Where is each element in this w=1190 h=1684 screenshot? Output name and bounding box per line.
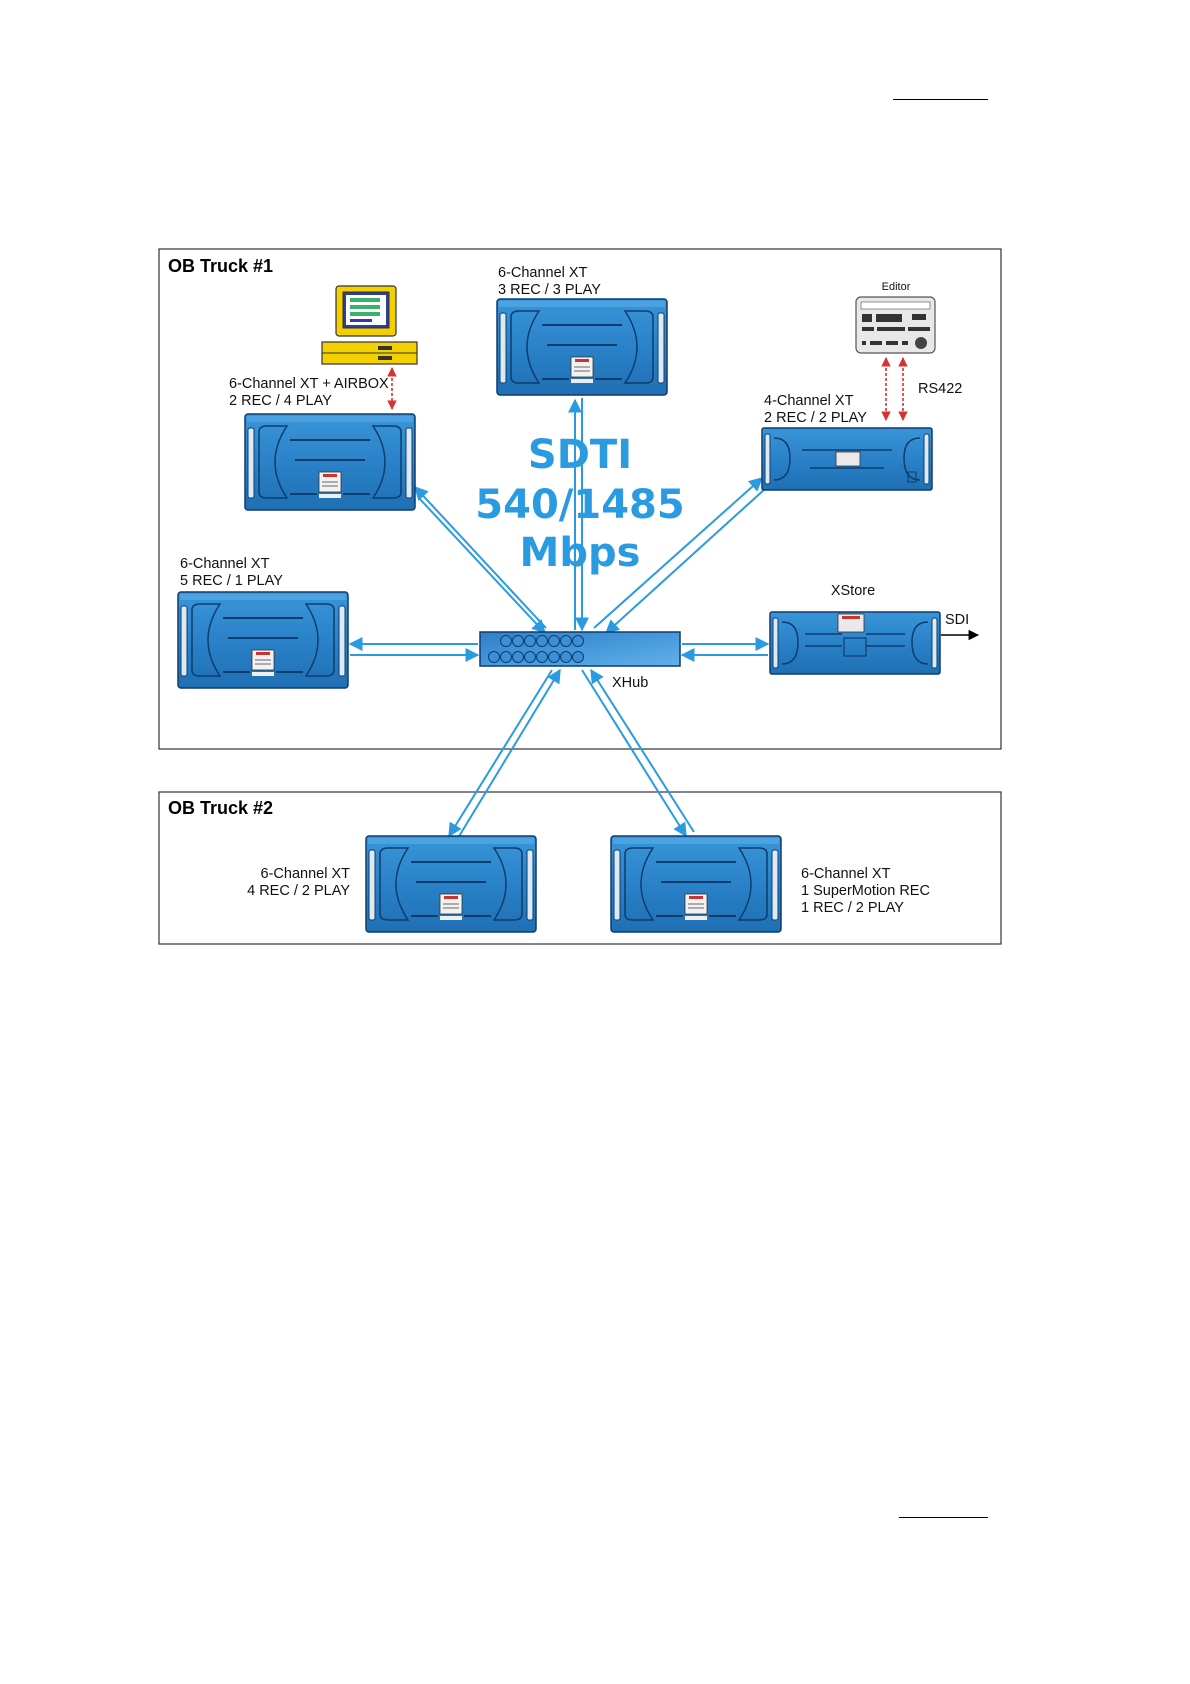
xt-server-4ch <box>762 428 932 490</box>
sdti-label-line3: Mbps <box>520 530 641 576</box>
top-center-label-line1: 6-Channel XT <box>498 265 588 281</box>
xhub-label: XHub <box>612 675 648 691</box>
right-4ch-label-line1: 4-Channel XT <box>764 393 854 409</box>
xt-server-truck2-right <box>611 836 781 932</box>
truck2-left-label-line1: 6-Channel XT <box>261 866 351 882</box>
link-truck2-left-b <box>458 670 560 838</box>
left-label-line2: 5 REC / 1 PLAY <box>180 573 283 589</box>
xstore-server <box>770 612 940 674</box>
editor-controller-icon <box>856 297 935 353</box>
truck2-left-label-line2: 4 REC / 2 PLAY <box>247 883 350 899</box>
right-4ch-label-line2: 2 REC / 2 PLAY <box>764 410 867 426</box>
sdti-label-line1: SDTI <box>528 432 632 478</box>
truck2-right-label-line1: 6-Channel XT <box>801 866 891 882</box>
top-center-label-line2: 3 REC / 3 PLAY <box>498 282 601 298</box>
pc-computer-icon <box>322 286 417 364</box>
xt-server-top-center <box>497 299 667 395</box>
sdti-label-line2: 540/1485 <box>475 482 684 528</box>
xhub <box>480 632 680 666</box>
link-truck2-left-a <box>449 670 552 836</box>
xt-server-airbox <box>245 414 415 510</box>
airbox-label-line2: 2 REC / 4 PLAY <box>229 393 332 409</box>
ob-truck-2-title: OB Truck #2 <box>168 798 273 818</box>
airbox-label-line1: 6-Channel XT + AIRBOX <box>229 376 389 392</box>
link-truck2-right-b <box>591 670 694 832</box>
editor-label: Editor <box>882 281 911 293</box>
xstore-label: XStore <box>831 583 875 599</box>
truck2-right-label-line2: 1 SuperMotion REC <box>801 883 930 899</box>
sdi-label: SDI <box>945 612 969 628</box>
rs422-label: RS422 <box>918 381 962 397</box>
xt-server-left <box>178 592 348 688</box>
link-truck2-right-a <box>582 670 686 836</box>
xt-server-truck2-left <box>366 836 536 932</box>
truck2-right-label-line3: 1 REC / 2 PLAY <box>801 900 904 916</box>
left-label-line1: 6-Channel XT <box>180 556 270 572</box>
ob-truck-1-title: OB Truck #1 <box>168 256 273 276</box>
